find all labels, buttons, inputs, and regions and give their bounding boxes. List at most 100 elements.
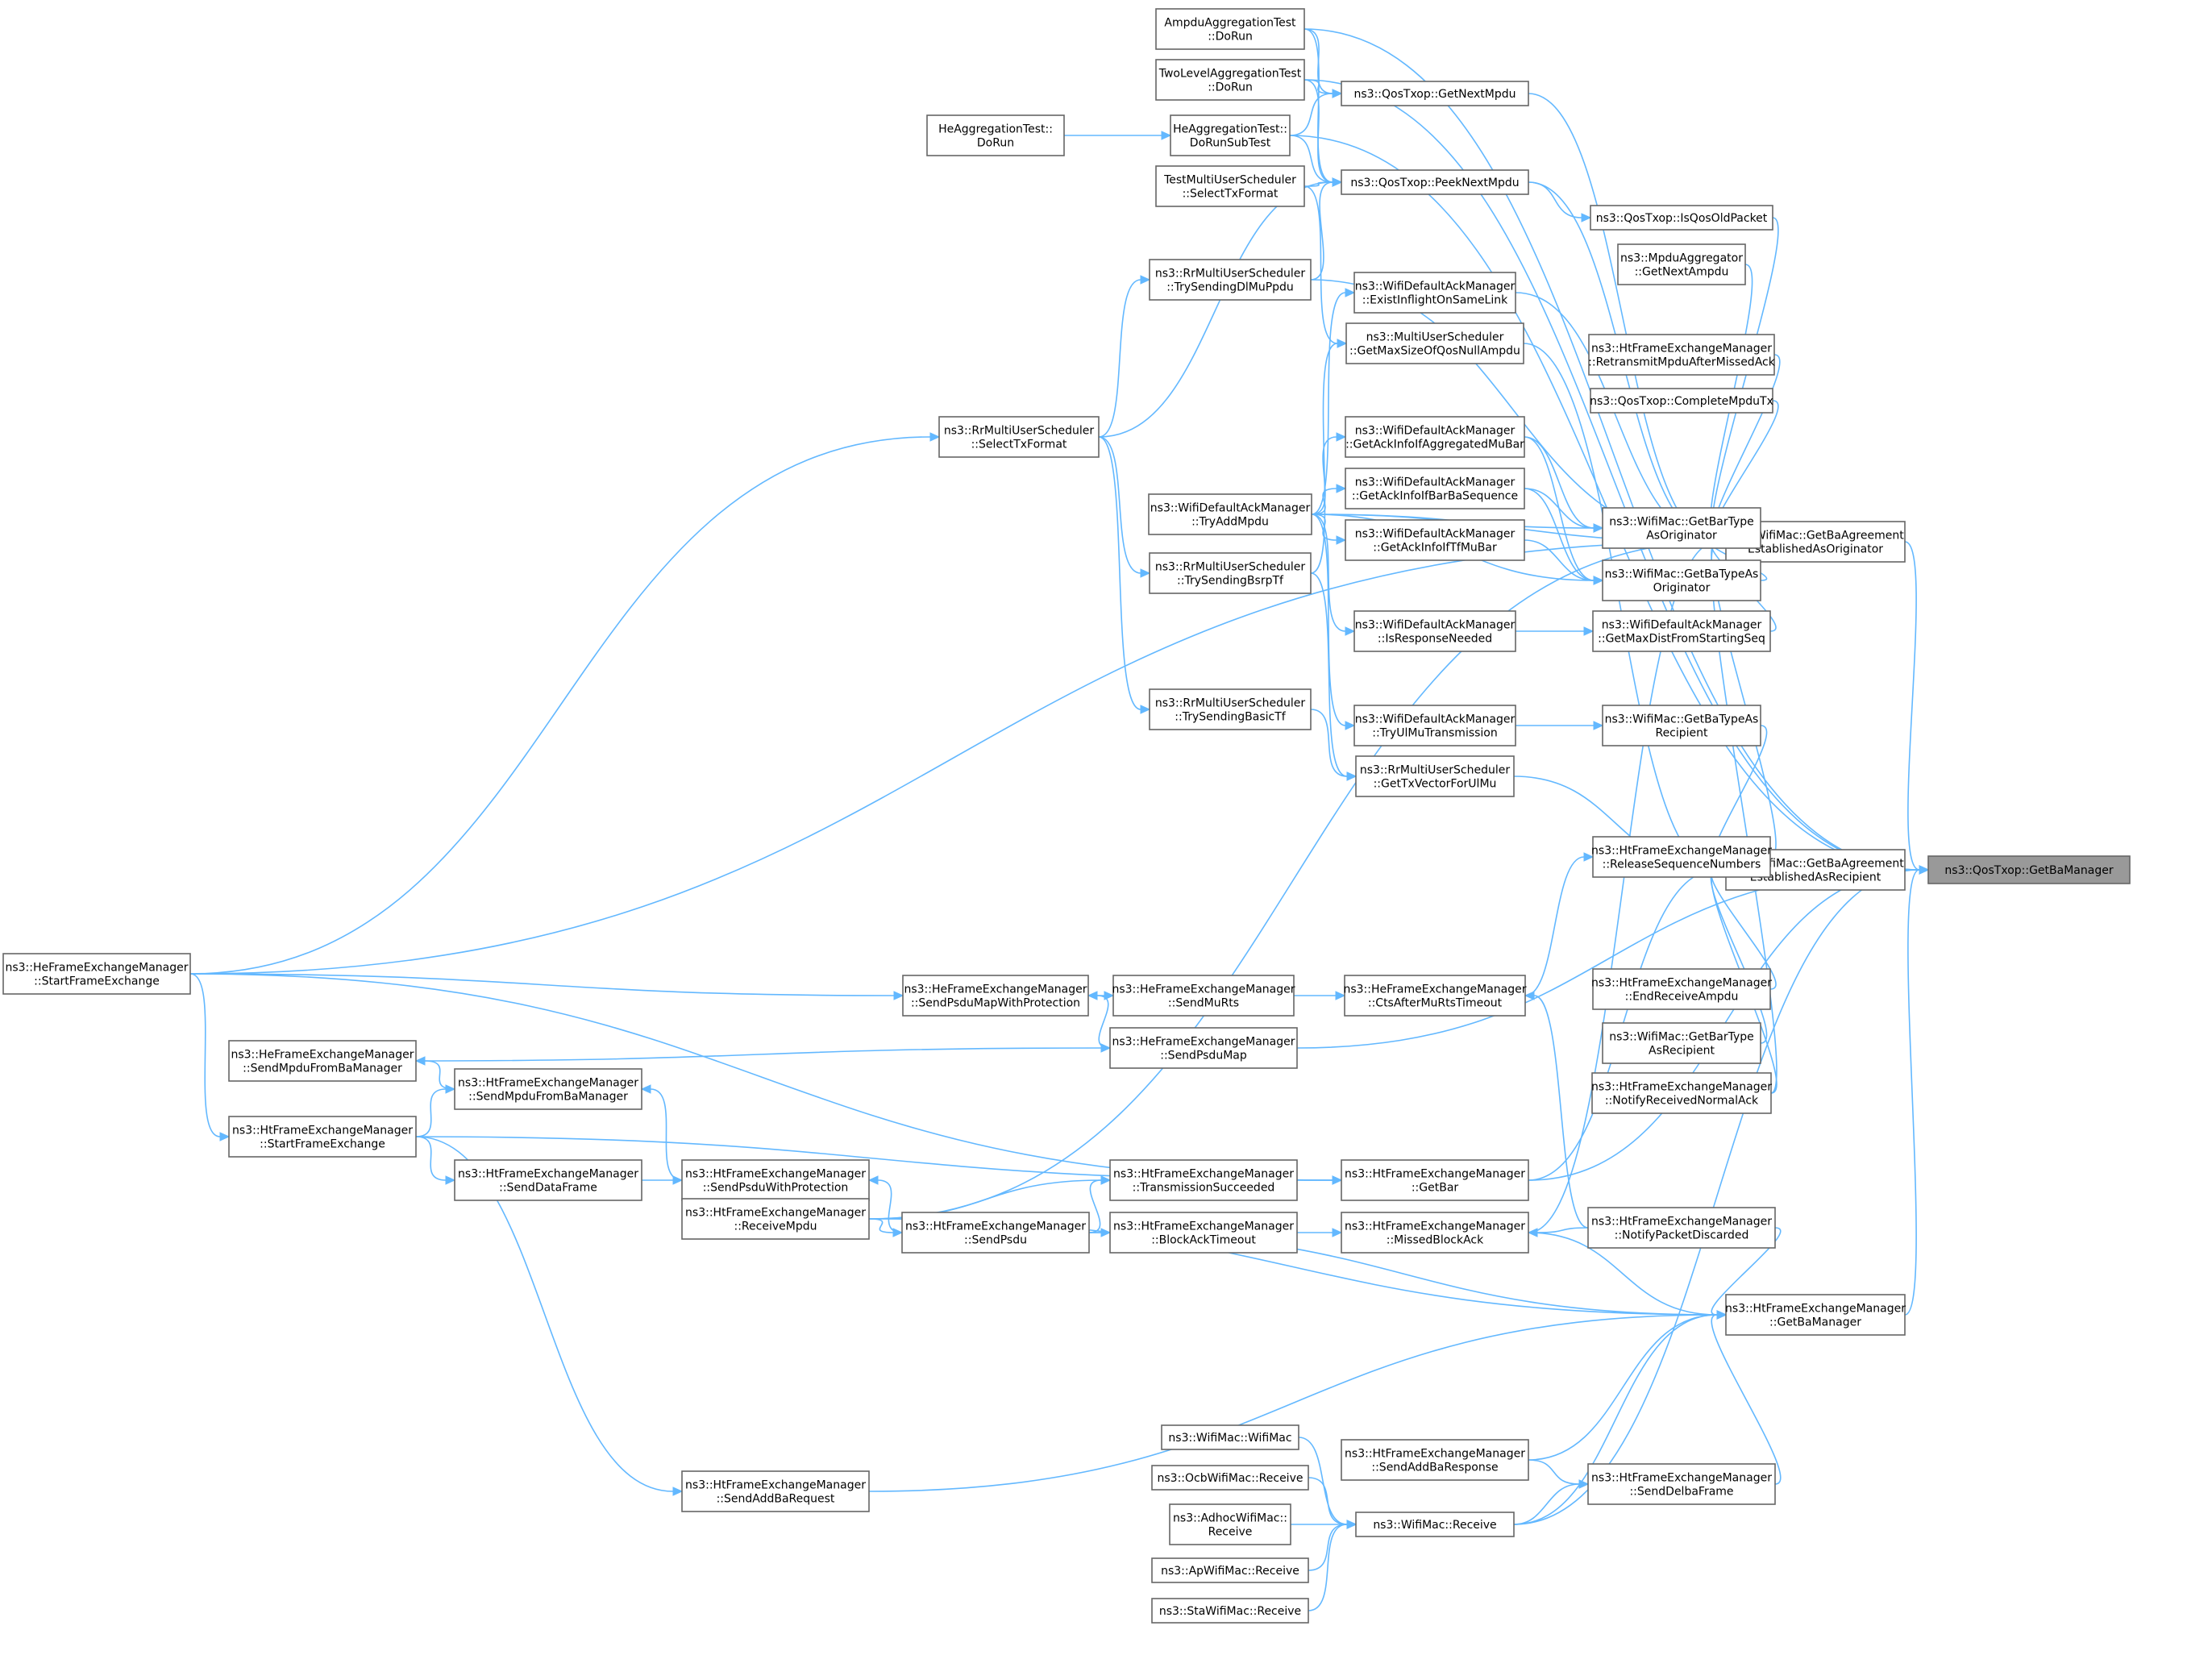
node-tmus[interactable]: TestMultiUserScheduler::SelectTxFormat (1155, 165, 1305, 207)
edge-line (1528, 1232, 1718, 1316)
edge-sendmurts-to-ctsafter (1293, 991, 1346, 1000)
node-missed[interactable]: ns3::HtFrameExchangeManager::MissedBlock… (1341, 1212, 1529, 1254)
node-retransmit[interactable]: ns3::HtFrameExchangeManager::RetransmitM… (1588, 334, 1776, 376)
node-label: ::TryUlMuTransmission (1372, 727, 1498, 740)
node-sendpsduprot[interactable]: ns3::HtFrameExchangeManager::SendPsduWit… (681, 1159, 870, 1201)
node-sendmurts[interactable]: ns3::HeFrameExchangeManager::SendMuRts (1112, 975, 1295, 1017)
node-label: ::GetAckInfoIfAggregatedMuBar (1345, 439, 1524, 451)
node-root[interactable]: ns3::QosTxop::GetBaManager (1927, 855, 2131, 884)
node-bsrp[interactable]: ns3::RrMultiUserScheduler::TrySendingBsr… (1149, 552, 1312, 594)
edge-heaggsub-to-getnext (1289, 89, 1343, 136)
node-sendpsdu[interactable]: ns3::HtFrameExchangeManager::SendPsdu (901, 1212, 1090, 1254)
edge-line (1904, 541, 1920, 871)
node-hesendmpdu[interactable]: ns3::HeFrameExchangeManager::SendMpduFro… (228, 1040, 417, 1082)
nodes-layer: ns3::QosTxop::GetBaManagerns3::WifiMac::… (2, 8, 2131, 1624)
node-ackbar[interactable]: ns3::WifiDefaultAckManager::GetAckInfoIf… (1345, 468, 1525, 509)
node-sendaddbaresp[interactable]: ns3::HtFrameExchangeManager::SendAddBaRe… (1341, 1439, 1529, 1481)
node-label: ns3::WifiMac::GetBarType (1609, 1031, 1754, 1044)
node-senddata[interactable]: ns3::HtFrameExchangeManager::SendDataFra… (454, 1159, 642, 1201)
node-ampdu[interactable]: AmpduAggregationTest::DoRun (1155, 8, 1305, 50)
node-ap[interactable]: ns3::ApWifiMac::Receive (1151, 1557, 1309, 1583)
node-box (1161, 1424, 1299, 1450)
node-box (1344, 975, 1526, 1017)
node-exist[interactable]: ns3::WifiDefaultAckManager::ExistInfligh… (1353, 272, 1516, 314)
node-hestart[interactable]: ns3::HeFrameExchangeManager::StartFrameE… (2, 953, 191, 995)
node-blockack[interactable]: ns3::HtFrameExchangeManager::BlockAckTim… (1109, 1212, 1298, 1254)
node-box (1109, 1027, 1298, 1069)
node-ocb[interactable]: ns3::OcbWifiMac::Receive (1151, 1465, 1309, 1491)
node-peeknext[interactable]: ns3::QosTxop::PeekNextMpdu (1341, 169, 1529, 195)
node-complete[interactable]: ns3::QosTxop::CompleteMpduTx (1590, 388, 1773, 414)
arrowhead (1583, 626, 1595, 636)
node-notifynormal[interactable]: ns3::HtFrameExchangeManager::NotifyRecei… (1591, 1072, 1772, 1114)
arrowhead (892, 1228, 904, 1237)
node-maxdist[interactable]: ns3::WifiDefaultAckManager::GetMaxDistFr… (1592, 610, 1771, 652)
node-sendpsdumap[interactable]: ns3::HeFrameExchangeManager::SendPsduMap (1109, 1027, 1298, 1069)
node-box (1602, 1022, 1761, 1064)
node-wifimac[interactable]: ns3::WifiMac::WifiMac (1161, 1424, 1299, 1450)
node-label: EstablishedAsRecipient (1750, 871, 1881, 884)
edge-line (1098, 436, 1141, 710)
node-sendaddbareq[interactable]: ns3::HtFrameExchangeManager::SendAddBaRe… (681, 1470, 870, 1512)
node-wifirecv[interactable]: ns3::WifiMac::Receive (1355, 1512, 1515, 1537)
node-adhoc[interactable]: ns3::AdhocWifiMac::Receive (1169, 1503, 1291, 1545)
node-getbar[interactable]: ns3::HtFrameExchangeManager::GetBar (1341, 1159, 1529, 1201)
node-getnext[interactable]: ns3::QosTxop::GetNextMpdu (1341, 81, 1529, 106)
node-heagg[interactable]: HeAggregationTest::DoRun (926, 114, 1065, 156)
edge-tryadd-to-ackagg (1311, 432, 1347, 515)
arrowhead (929, 432, 941, 442)
node-ackagg[interactable]: ns3::WifiDefaultAckManager::GetAckInfoIf… (1345, 416, 1525, 458)
node-sta[interactable]: ns3::StaWifiMac::Receive (1151, 1598, 1309, 1624)
node-rrdl[interactable]: ns3::RrMultiUserScheduler::TrySendingDlM… (1149, 259, 1312, 301)
node-htsendmpdu[interactable]: ns3::HtFrameExchangeManager::SendMpduFro… (454, 1068, 642, 1110)
node-label: ns3::WifiMac::GetBaTypeAs (1605, 713, 1759, 726)
node-maxsize[interactable]: ns3::MultiUserScheduler::GetMaxSizeOfQos… (1345, 322, 1524, 364)
node-txvec[interactable]: ns3::RrMultiUserScheduler::GetTxVectorFo… (1355, 755, 1515, 797)
node-box (1590, 205, 1773, 231)
node-acktf[interactable]: ns3::WifiDefaultAckManager::GetAckInfoIf… (1345, 519, 1525, 561)
arrowhead (1140, 275, 1151, 285)
node-label: HeAggregationTest:: (1173, 123, 1287, 136)
node-label: ns3::WifiDefaultAckManager (1355, 425, 1516, 438)
node-endrecv[interactable]: ns3::HtFrameExchangeManager::EndReceiveA… (1591, 968, 1772, 1010)
arrowhead (1336, 432, 1347, 442)
node-twolevel[interactable]: TwoLevelAggregationTest::DoRun (1155, 59, 1305, 101)
node-mpduagg[interactable]: ns3::MpduAggregator::GetNextAmpdu (1617, 243, 1746, 285)
node-heaggsub[interactable]: HeAggregationTest::DoRunSubTest (1170, 114, 1291, 156)
edge-htstart-to-htsendmpdu (415, 1084, 456, 1137)
node-release[interactable]: ns3::HtFrameExchangeManager::ReleaseSequ… (1591, 836, 1772, 878)
node-htstart[interactable]: ns3::HtFrameExchangeManager::StartFrameE… (228, 1116, 417, 1158)
node-label: ::TrySendingBasicTf (1175, 711, 1286, 724)
edge-line (1711, 1314, 1782, 1485)
arrowhead (1332, 177, 1343, 187)
node-sendpsdumapprot[interactable]: ns3::HeFrameExchangeManager::SendPsduMap… (902, 975, 1089, 1017)
node-label: ns3::HtFrameExchangeManager (685, 1207, 866, 1220)
edge-line (189, 973, 221, 1137)
node-orig[interactable]: ns3::WifiMac::GetBaAgreementEstablishedA… (1725, 521, 1906, 563)
arrowhead (672, 1487, 684, 1496)
node-notifydisc[interactable]: ns3::HtFrameExchangeManager::NotifyPacke… (1587, 1207, 1776, 1249)
node-recvmpdu[interactable]: ns3::HtFrameExchangeManager::ReceiveMpdu (681, 1198, 870, 1240)
edge-line (415, 1136, 674, 1492)
node-label: ns3::WifiMac::GetBaTypeAs (1605, 568, 1759, 581)
node-basic[interactable]: ns3::RrMultiUserScheduler::TrySendingBas… (1149, 688, 1312, 730)
node-label: ns3::HeFrameExchangeManager (1112, 1036, 1295, 1049)
arrowhead (1332, 89, 1343, 98)
node-senddelba[interactable]: ns3::HtFrameExchangeManager::SendDelbaFr… (1587, 1463, 1776, 1505)
arrowhead (1345, 626, 1356, 636)
node-tryul[interactable]: ns3::WifiDefaultAckManager::TryUlMuTrans… (1353, 705, 1516, 746)
node-isqos[interactable]: ns3::QosTxop::IsQosOldPacket (1590, 205, 1773, 231)
node-label: ::TryAddMpdu (1191, 516, 1269, 529)
node-txsucc[interactable]: ns3::HtFrameExchangeManager::Transmissio… (1109, 1159, 1298, 1201)
node-label: ns3::HtFrameExchangeManager (1591, 343, 1772, 356)
node-isresp[interactable]: ns3::WifiDefaultAckManager::IsResponseNe… (1353, 610, 1516, 652)
node-rrsel[interactable]: ns3::RrMultiUserScheduler::SelectTxForma… (938, 416, 1100, 458)
node-ctsafter[interactable]: ns3::HeFrameExchangeManager::CtsAfterMuR… (1343, 975, 1527, 1017)
node-htgbm[interactable]: ns3::HtFrameExchangeManager::GetBaManage… (1725, 1294, 1906, 1336)
node-tryadd[interactable]: ns3::WifiDefaultAckManager::TryAddMpdu (1148, 493, 1312, 535)
node-label: ns3::HtFrameExchangeManager (1345, 1168, 1525, 1181)
